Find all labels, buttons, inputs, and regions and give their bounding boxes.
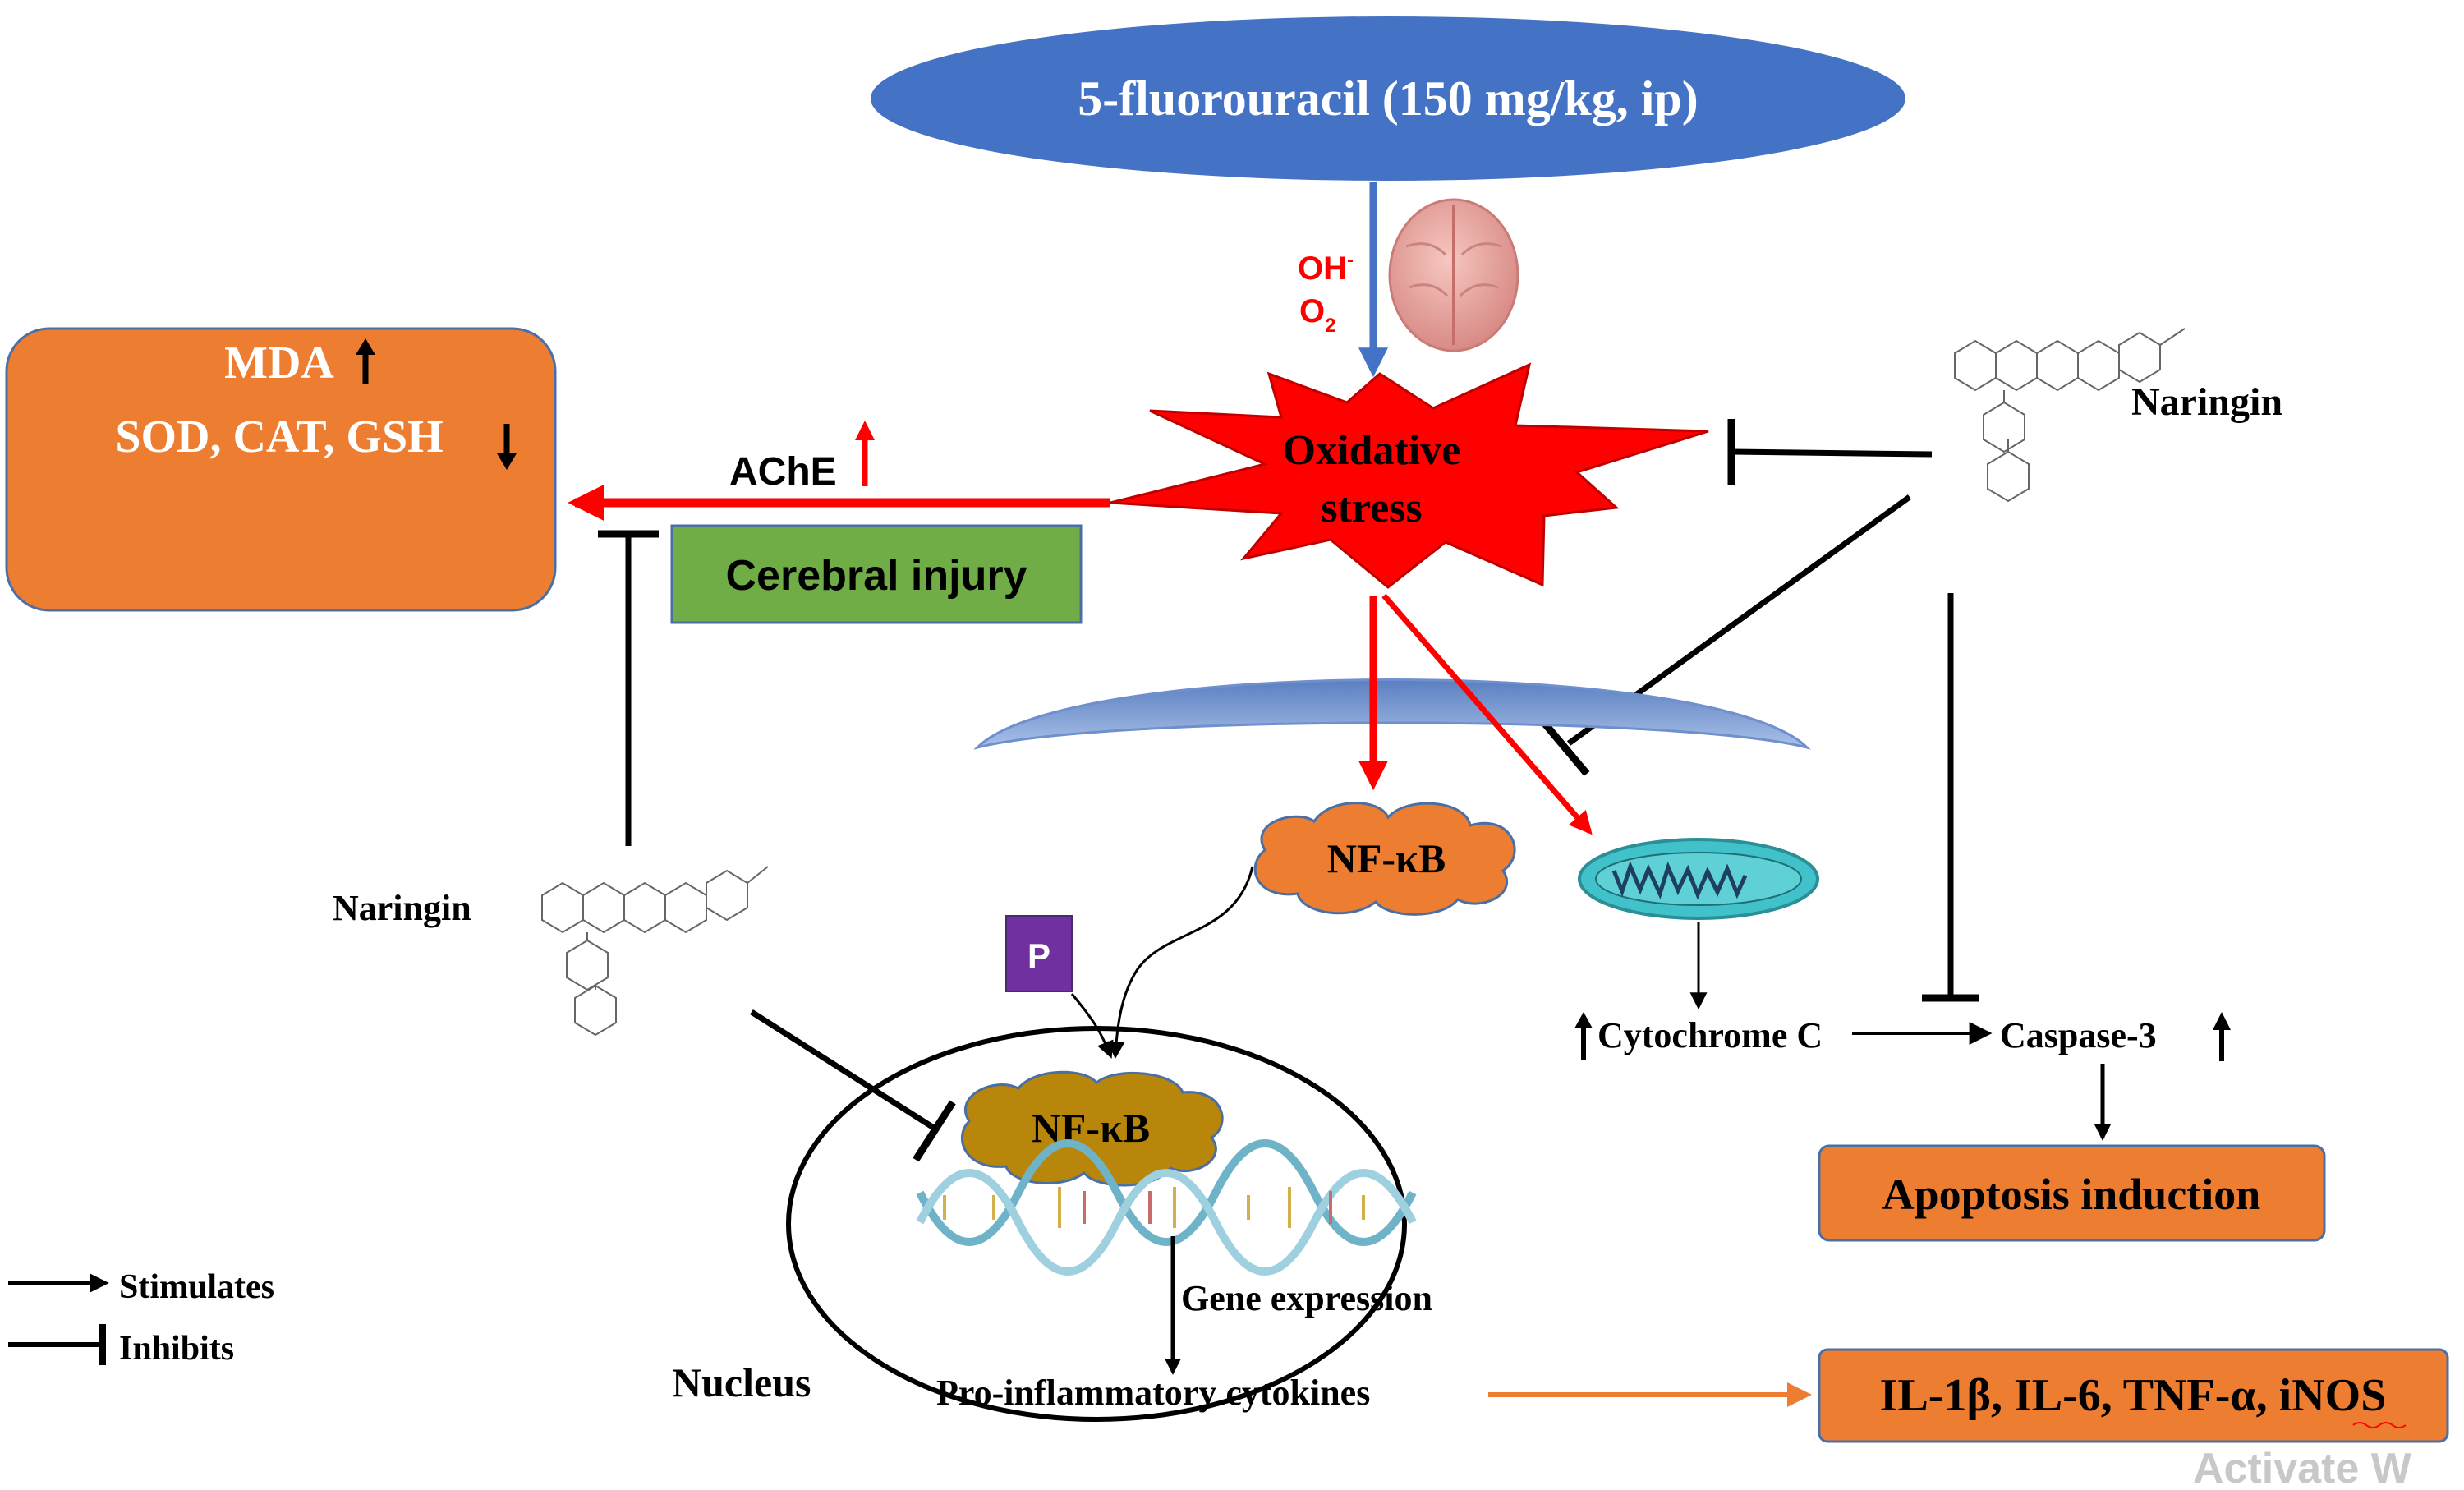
nucleus-label: Nucleus — [672, 1359, 811, 1405]
drug-label: 5-fluorouracil (150 mg/kg, ip) — [1078, 71, 1699, 126]
svg-text:O2: O2 — [1299, 293, 1335, 337]
cerebral-injury-label: Cerebral injury — [725, 552, 1027, 600]
ros-label: OH- O2 — [1298, 249, 1354, 337]
endoplasmic-reticulum-icon — [973, 678, 1811, 750]
spellcheck-underline — [2352, 1422, 2407, 1428]
drug-node: 5-fluorouracil (150 mg/kg, ip) — [871, 16, 1905, 181]
svg-text:OH-: OH- — [1298, 249, 1354, 287]
dna-helix-icon — [916, 1139, 1417, 1276]
markers-box: MDA SOD, CAT, GSH — [5, 327, 557, 612]
cytokines-text-label: Pro-inflammatory cytokines — [936, 1373, 1370, 1413]
naringin-inhibits-nfkb — [750, 1009, 956, 1162]
apoptosis-label: Apoptosis induction — [1882, 1170, 2261, 1219]
naringin-inhibits-caspase — [1922, 593, 1979, 1002]
brain-icon — [1388, 198, 1519, 352]
ache-label: AChE — [729, 450, 837, 494]
gene-expression-label: Gene expression — [1181, 1278, 1432, 1318]
naringin-inhibits-markers — [598, 530, 659, 846]
cerebral-injury-box: Cerebral injury — [670, 524, 1083, 624]
naringin-inhibits-stress — [1727, 419, 1933, 485]
stress-to-mitochondria-arrow — [1381, 593, 1593, 835]
phosphate-box: P — [1005, 915, 1073, 992]
apoptosis-box: Apoptosis induction — [1818, 1144, 2326, 1242]
nfkb-nucleus-cloud: NF-κB — [961, 1070, 1224, 1187]
antioxidant-down-arrow-icon — [497, 424, 517, 470]
nfkb-cytoplasm-label: NF-κB — [1327, 835, 1446, 881]
legend-inhibits-label: Inhibits — [119, 1330, 234, 1368]
naringin-structure-left-icon — [541, 866, 769, 1037]
legend-stimulates-label: Stimulates — [119, 1268, 274, 1306]
oxidative-stress-burst: Oxidative stress — [1110, 362, 1709, 589]
naringin-structure-right-icon — [1954, 328, 2186, 503]
oxidative-stress-line2: stress — [1321, 485, 1422, 531]
markers-line2: SOD, CAT, GSH — [115, 412, 443, 462]
cytokine-box: IL-1β, IL-6, TNF-α, iNOS — [1818, 1348, 2449, 1443]
nfkb-translocation-arrow — [1107, 866, 1254, 1060]
nfkb-nucleus-label: NF-κB — [1032, 1105, 1150, 1151]
mitochondrion-icon — [1578, 838, 1819, 920]
activation-watermark: Activate W — [2193, 1445, 2412, 1486]
naringin-left-label: Naringin — [333, 888, 471, 928]
oxidative-stress-line1: Oxidative — [1283, 427, 1461, 474]
ache-up-arrow-icon — [855, 421, 875, 486]
cytochrome-label: Cytochrome C — [1597, 1015, 1823, 1055]
phosphate-label: P — [1027, 936, 1050, 975]
caspase-label: Caspase-3 — [2000, 1015, 2157, 1055]
caspase-up-arrow-icon — [2213, 1012, 2231, 1061]
cytochrome-up-arrow-icon — [1574, 1012, 1593, 1060]
legend: Stimulates Inhibits — [8, 1268, 274, 1368]
nfkb-cytoplasm-cloud: NF-κB — [1253, 802, 1516, 916]
naringin-right-label: Naringin — [2131, 380, 2282, 424]
markers-line1: MDA — [224, 338, 334, 389]
mda-up-arrow-icon — [356, 338, 375, 384]
cytokine-box-label: IL-1β, IL-6, TNF-α, iNOS — [1880, 1370, 2387, 1421]
phosphate-to-nfkb-arrow — [1070, 993, 1114, 1059]
